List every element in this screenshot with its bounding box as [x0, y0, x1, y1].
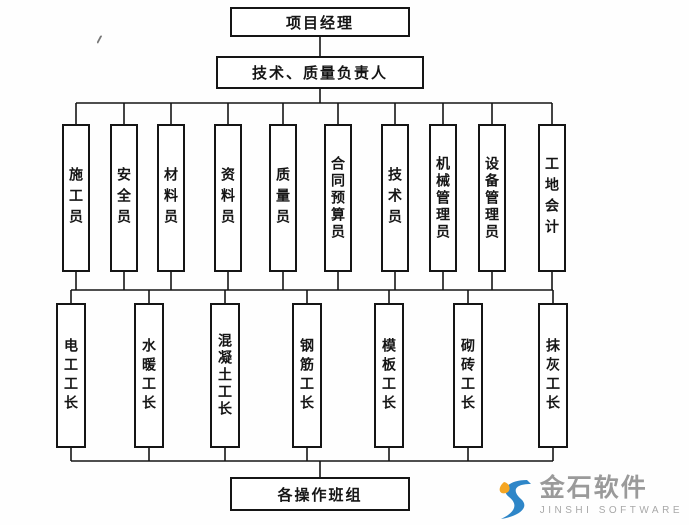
org-node: 混凝土工长 — [210, 303, 240, 448]
jinshi-logo-text: 金石软件 JINSHI SOFTWARE — [539, 474, 683, 516]
org-node: 安全员 — [110, 124, 138, 272]
logo-swoosh-orange-icon — [499, 482, 510, 494]
org-node: 工地会计 — [538, 124, 566, 272]
org-node: 资料员 — [214, 124, 242, 272]
org-node: 水暖工长 — [134, 303, 164, 448]
org-node: 砌砖工长 — [453, 303, 483, 448]
org-node: 设备管理员 — [478, 124, 506, 272]
org-node-operation-teams: 各操作班组 — [230, 477, 410, 511]
jinshi-logo-icon — [499, 480, 531, 519]
org-node: 材料员 — [157, 124, 185, 272]
org-node: 电工工长 — [56, 303, 86, 448]
org-node: 钢筋工长 — [292, 303, 322, 448]
org-node: 机械管理员 — [429, 124, 457, 272]
org-node-project-manager: 项目经理 — [230, 7, 410, 37]
org-node: 施工员 — [62, 124, 90, 272]
org-node: 技术员 — [381, 124, 409, 272]
brand-subtitle: JINSHI SOFTWARE — [539, 504, 683, 516]
jinshi-watermark: 金石软件 JINSHI SOFTWARE — [493, 474, 683, 523]
org-node: 合同预算员 — [324, 124, 352, 272]
org-node-tech-quality-lead: 技术、质量负责人 — [216, 56, 424, 89]
brand-name: 金石软件 — [539, 474, 648, 502]
org-node: 模板工长 — [374, 303, 404, 448]
org-node: 抹灰工长 — [538, 303, 568, 448]
org-node: 质量员 — [269, 124, 297, 272]
scan-mark — [96, 34, 107, 47]
